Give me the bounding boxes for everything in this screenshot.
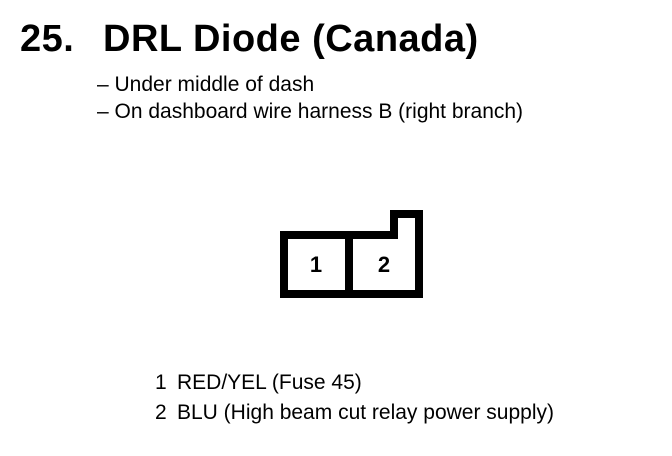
- connector-body: 1 2: [280, 231, 423, 298]
- item-number: 25.: [20, 18, 75, 60]
- legend-pin-1: 1: [155, 371, 167, 394]
- legend-row-1: 1 RED/YEL (Fuse 45): [155, 368, 554, 398]
- connector-lock-tab: [390, 210, 423, 239]
- location-note-2: – On dashboard wire harness B (right bra…: [97, 100, 524, 123]
- legend-row-2: 2 BLU (High beam cut relay power supply): [155, 398, 554, 428]
- page-title: DRL Diode (Canada): [103, 18, 479, 60]
- wire-legend: 1 RED/YEL (Fuse 45) 2 BLU (High beam cut r…: [155, 368, 554, 428]
- legend-description-2: BLU (High beam cut relay power supply): [177, 401, 554, 424]
- legend-pin-2: 2: [155, 401, 167, 424]
- cavity-divider: [345, 239, 353, 290]
- location-note-1: – Under middle of dash: [97, 73, 315, 96]
- legend-description-1: RED/YEL (Fuse 45): [177, 371, 362, 394]
- cavity-label-1: 1: [309, 252, 323, 277]
- cavity-label-2: 2: [377, 252, 391, 277]
- location-notes: – Under middle of dash – On dashboard wi…: [97, 71, 523, 125]
